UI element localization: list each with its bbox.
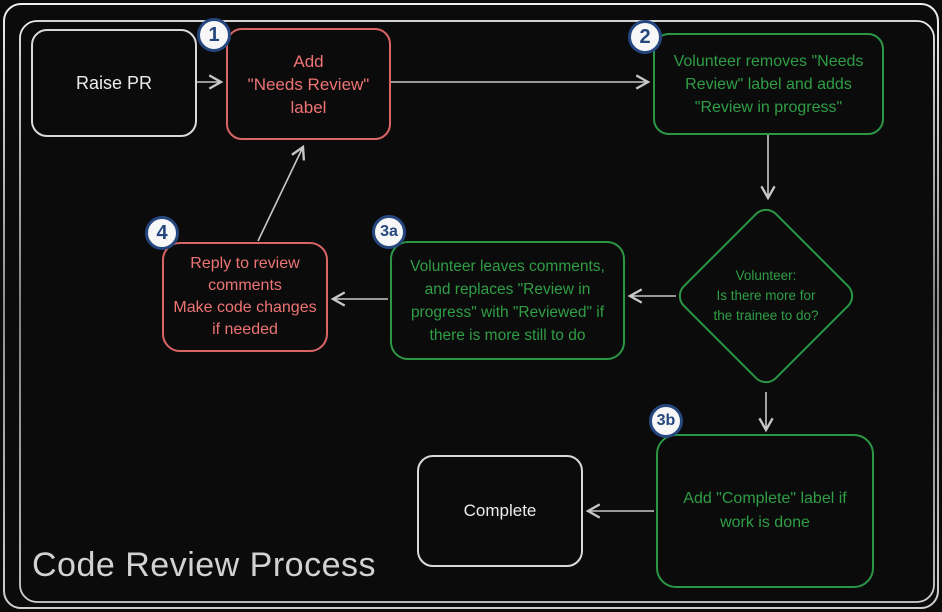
node-step3a: Volunteer leaves comments, and replaces … xyxy=(390,241,625,360)
arrow-step4-to-step1 xyxy=(257,144,306,242)
node-step1-label: Add "Needs Review" label xyxy=(247,51,370,117)
badge-step1: 1 xyxy=(197,18,231,52)
node-step2: Volunteer removes "Needs Review" label a… xyxy=(653,33,884,135)
node-decision-label: Volunteer: Is there more for the trainee… xyxy=(713,268,819,323)
badge-step2: 2 xyxy=(628,20,662,54)
inner-frame xyxy=(19,20,935,603)
node-raise-pr: Raise PR xyxy=(31,29,197,137)
node-step3b-label: Add "Complete" label if work is done xyxy=(683,490,847,531)
node-complete: Complete xyxy=(417,455,583,567)
badge-step3a: 3a xyxy=(372,215,406,249)
node-step1: Add "Needs Review" label xyxy=(226,28,391,140)
node-step3a-label: Volunteer leaves comments, and replaces … xyxy=(410,257,605,344)
node-raise-pr-label: Raise PR xyxy=(75,72,153,93)
node-step3b: Add "Complete" label if work is done xyxy=(656,434,874,588)
node-step4-label: Reply to review comments Make code chang… xyxy=(173,255,317,338)
node-complete-label: Complete xyxy=(463,501,537,520)
outer-frame xyxy=(3,3,939,609)
node-step2-label: Volunteer removes "Needs Review" label a… xyxy=(673,52,864,116)
badge-step3b: 3b xyxy=(649,404,683,438)
decision-diamond-shape xyxy=(678,208,854,384)
diagram-title: Code Review Process xyxy=(32,546,376,584)
badge-step4: 4 xyxy=(145,216,179,250)
node-step4: Reply to review comments Make code chang… xyxy=(162,242,328,352)
